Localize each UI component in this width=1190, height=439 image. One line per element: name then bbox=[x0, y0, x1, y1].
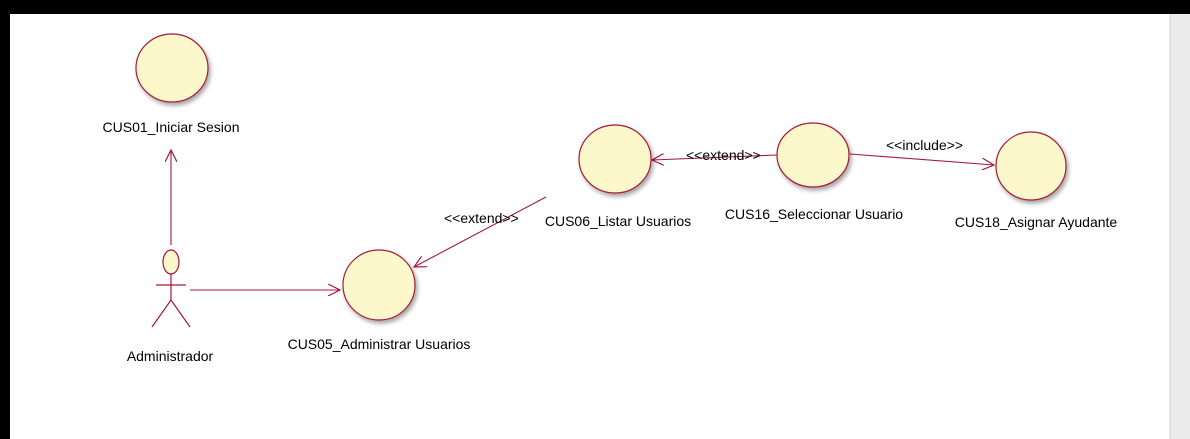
use-case-cus05[interactable]: CUS05_Administrar Usuarios bbox=[288, 249, 471, 352]
use-case-ellipse[interactable] bbox=[776, 122, 850, 188]
relation-label-include: <<include>> bbox=[886, 137, 963, 153]
actor-right-leg bbox=[170, 299, 191, 328]
diagram-background bbox=[10, 14, 1190, 439]
use-case-cus01[interactable]: CUS01_Iniciar Sesion bbox=[103, 33, 240, 135]
actor-administrador[interactable]: Administrador bbox=[127, 249, 214, 364]
actor-head[interactable] bbox=[162, 249, 180, 275]
edge-cus16-extend-cus06 bbox=[652, 155, 778, 160]
use-case-cus16[interactable]: CUS16_Seleccionar Usuario bbox=[725, 122, 903, 222]
actor-label: Administrador bbox=[127, 348, 214, 364]
use-case-cus18[interactable]: CUS18_Asignar Ayudante bbox=[955, 131, 1118, 230]
relation-label-extend-2: <<extend>> bbox=[686, 147, 761, 163]
use-case-ellipse[interactable] bbox=[578, 124, 652, 194]
use-case-cus06[interactable]: CUS06_Listar Usuarios bbox=[545, 124, 691, 229]
use-case-label: CUS01_Iniciar Sesion bbox=[103, 119, 240, 135]
use-case-ellipse[interactable] bbox=[135, 33, 209, 103]
use-case-ellipse[interactable] bbox=[995, 131, 1067, 201]
edge-cus16-include-cus18 bbox=[849, 153, 994, 165]
actor-left-leg bbox=[151, 299, 172, 328]
right-edge-strip bbox=[1170, 14, 1190, 439]
edge-cus06-extend-cus05 bbox=[414, 196, 547, 267]
use-case-ellipse[interactable] bbox=[342, 249, 416, 321]
use-case-label: CUS05_Administrar Usuarios bbox=[288, 336, 471, 352]
use-case-label: CUS18_Asignar Ayudante bbox=[955, 214, 1118, 230]
use-case-label: CUS06_Listar Usuarios bbox=[545, 213, 691, 229]
relation-label-extend-1: <<extend>> bbox=[444, 210, 519, 226]
use-case-label: CUS16_Seleccionar Usuario bbox=[725, 206, 903, 222]
